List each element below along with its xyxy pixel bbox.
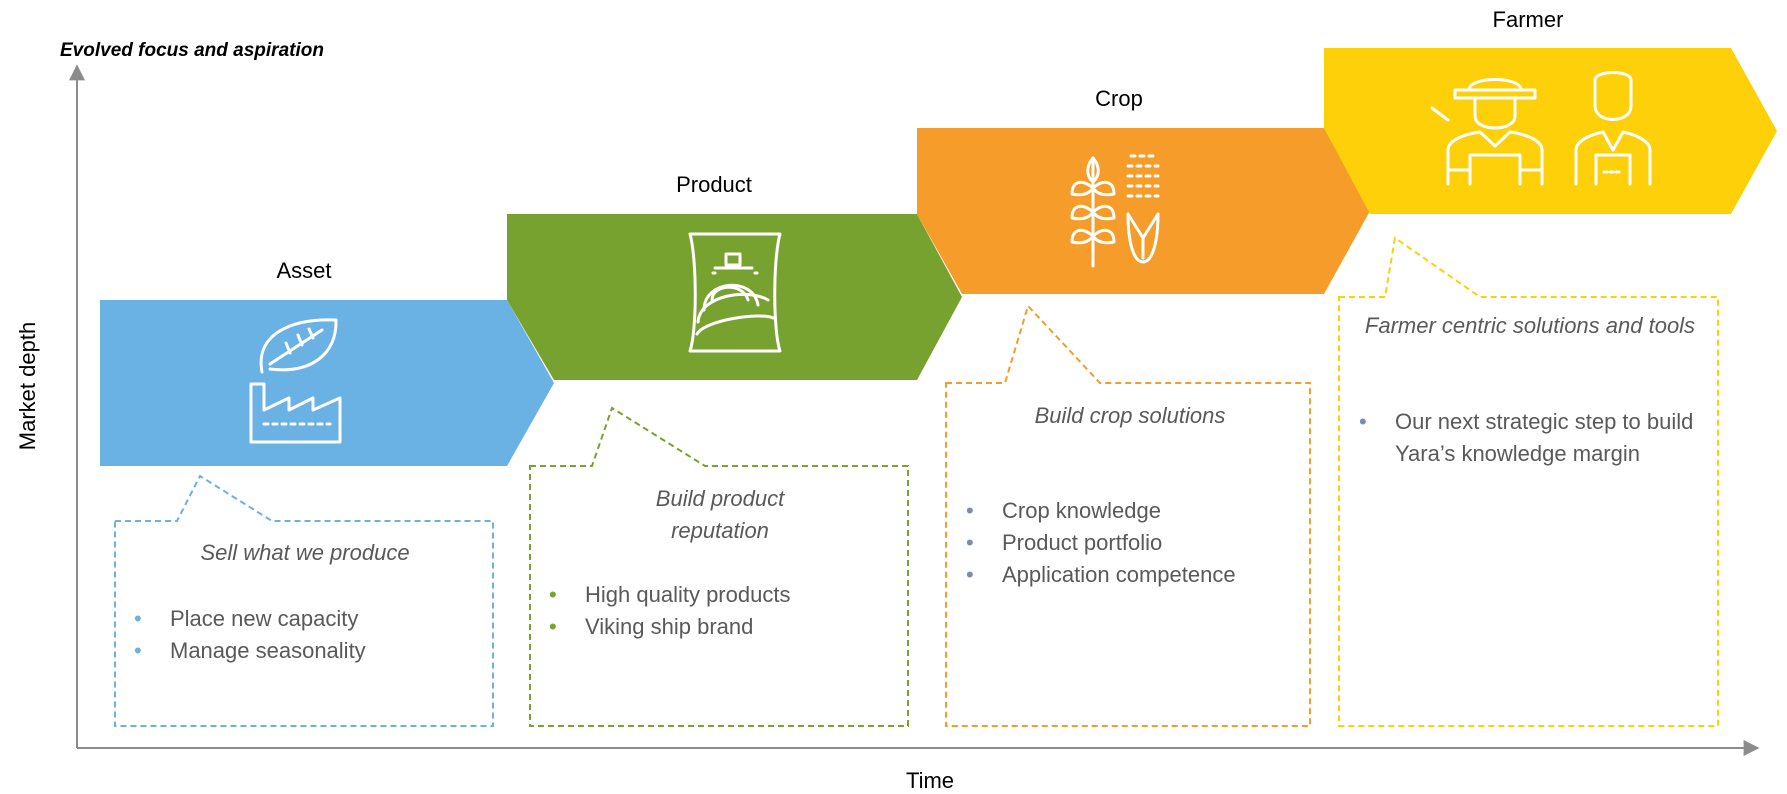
callout-title-product: Build product reputation: [655, 486, 785, 543]
product-chevron: [507, 214, 962, 380]
bullet-list-farmer: •Our next strategic step to build Yara’s…: [1359, 406, 1699, 470]
product-callout: [529, 406, 909, 727]
crop-callout: [945, 304, 1311, 727]
bullet-text: High quality products: [585, 582, 791, 607]
bullet-list-crop: •Crop knowledge •Product portfolio •Appl…: [966, 495, 1306, 591]
list-item: •Place new capacity: [134, 606, 359, 631]
list-item: •Viking ship brand: [549, 614, 754, 639]
list-item: •Crop knowledge: [966, 498, 1161, 523]
bullet-list-asset: •Place new capacity •Manage seasonality: [134, 603, 484, 667]
farmers-icon: [1430, 71, 1652, 186]
x-axis-label: Time: [905, 768, 955, 793]
crop-chevron: [917, 128, 1370, 294]
stage-title-product: Product: [676, 172, 752, 197]
farmer-callout: [1338, 236, 1719, 727]
bullet-text: Manage seasonality: [170, 638, 366, 663]
stage-title-farmer: Farmer: [1492, 7, 1564, 32]
farmer-chevron: [1324, 48, 1777, 214]
y-axis-label: Market depth: [15, 321, 40, 451]
list-item: •Manage seasonality: [134, 638, 366, 663]
diagram-heading: Evolved focus and aspiration: [60, 40, 324, 61]
asset-callout: [114, 474, 494, 727]
list-item: •Product portfolio: [966, 530, 1163, 555]
stage-title-crop: Crop: [1095, 86, 1143, 111]
bullet-text: Crop knowledge: [1002, 498, 1161, 523]
stage-title-asset: Asset: [276, 258, 332, 283]
asset-chevron: [100, 300, 554, 466]
bullet-text: Product portfolio: [1002, 530, 1163, 555]
list-item: •High quality products: [549, 582, 791, 607]
list-item: •Our next strategic step to build Yara’s…: [1359, 409, 1694, 466]
wheat-corn-icon: [1070, 154, 1160, 268]
callout-title-farmer: Farmer centric solutions and tools: [1364, 313, 1696, 338]
bullet-text: Place new capacity: [170, 606, 359, 631]
bullet-text: Application competence: [1002, 562, 1236, 587]
leaf-factory-icon: [249, 318, 342, 444]
callout-title-crop: Build crop solutions: [1034, 403, 1226, 428]
bullet-text: Our next strategic step to build Yara’s …: [1395, 409, 1694, 466]
list-item: •Application competence: [966, 562, 1236, 587]
fertilizer-bag-icon: [688, 232, 782, 353]
bullet-text: Viking ship brand: [585, 614, 754, 639]
bullet-list-product: •High quality products •Viking ship bran…: [549, 579, 899, 643]
callout-title-asset: Sell what we produce: [200, 540, 410, 565]
